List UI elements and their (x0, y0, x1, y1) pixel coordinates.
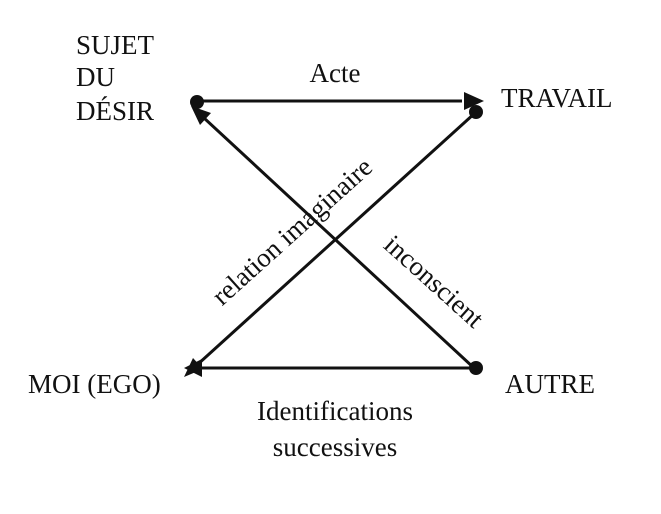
node-label-sujet-line2: DU (76, 62, 115, 92)
node-label-travail: TRAVAIL (501, 83, 613, 113)
node-dot-sujet (190, 95, 204, 109)
node-dot-autre (469, 361, 483, 375)
node-label-autre: AUTRE (505, 369, 595, 399)
node-label-moi: MOI (EGO) (28, 369, 161, 399)
arrowhead-inconscient-icon (191, 106, 211, 125)
node-label-sujet-line3: DÉSIR (76, 96, 154, 126)
arrowhead-acte-icon (464, 92, 484, 110)
edge-label-inconscient: inconscient (378, 229, 490, 334)
node-dot-travail (469, 105, 483, 119)
edge-label-identifications-line1: Identifications (257, 396, 413, 426)
arrowhead-identifications-icon (184, 359, 202, 377)
edge-inconscient (202, 116, 476, 370)
edge-label-acte: Acte (310, 58, 361, 88)
node-label-sujet-line1: SUJET (76, 30, 155, 60)
edge-label-relation-imaginaire: relation imaginaire (206, 152, 378, 311)
edge-label-identifications-line2: successives (273, 432, 397, 462)
